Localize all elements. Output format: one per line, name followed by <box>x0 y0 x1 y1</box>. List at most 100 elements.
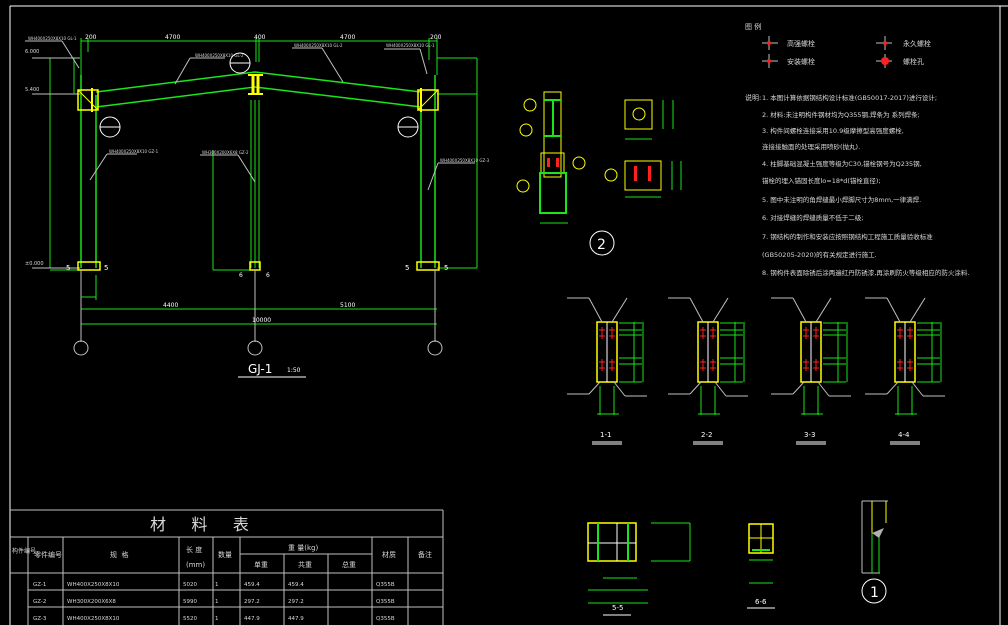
notes-heading: 说明: <box>745 93 761 102</box>
table-row[interactable]: GZ-3 WH400X250X8X10 5520 1 447.9 447.9 Q355B <box>33 616 395 622</box>
elevation-5400: 5.400 <box>25 87 39 93</box>
section-mark: 5 <box>104 264 108 272</box>
section-3-3[interactable]: 3-3 <box>771 297 851 445</box>
frame-elevation-gj1[interactable]: 200 4700 400 4700 200 6.000 5.400 ±0.000 <box>25 34 490 378</box>
section-5-5[interactable]: 5-5 <box>587 522 691 616</box>
cell-part: GZ-2 <box>33 599 46 605</box>
svg-text:螺栓孔: 螺栓孔 <box>903 57 924 66</box>
section-title: 6-6 <box>755 598 767 606</box>
beam-column-connection-right[interactable] <box>417 88 439 112</box>
note-line: 连接接触面的处理采用喷砂(抛丸). <box>762 142 860 151</box>
section-1-1[interactable]: 1-1 <box>567 297 647 445</box>
legend-item: 安装螺栓 <box>762 54 815 68</box>
dim-total: 10000 <box>252 317 271 324</box>
section-6-6[interactable]: 6-6 <box>747 523 775 609</box>
cell-spec: WH400X250X8X10 <box>67 616 120 622</box>
column-label: WH400X250X8X10 GZ-3 <box>440 158 490 163</box>
sections-row[interactable]: 1-1 2-2 3-3 4-4 <box>567 297 945 445</box>
section-title: 5-5 <box>612 604 623 612</box>
axis-bubble <box>73 340 89 356</box>
section-title: 1-1 <box>600 431 611 439</box>
notes: 说明: 1. 本图计算依据钢结构设计标准(GB50017-2017)进行设计; … <box>745 93 969 277</box>
note-line: 5. 图中未注明的角焊缝最小焊脚尺寸为8mm,一律满焊. <box>762 195 921 204</box>
cell-qty: 1 <box>215 599 219 605</box>
cell-unit: 447.9 <box>244 616 260 622</box>
header-material: 材质 <box>382 550 396 559</box>
axis-bubble <box>247 340 263 356</box>
section-mark: 5 <box>66 264 70 272</box>
dim-top-3: 400 <box>254 34 266 41</box>
dim-bottom-1: 4400 <box>163 302 178 309</box>
beam-column-connection-left[interactable] <box>77 88 99 112</box>
header-total-weight: 共重 <box>298 560 312 569</box>
header-part-no: 零件编号 <box>34 550 62 559</box>
detail-2[interactable]: 2 <box>516 91 682 256</box>
detail-number: 1 <box>870 585 879 601</box>
section-title: 2-2 <box>701 431 712 439</box>
note-line: 1. 本图计算依据钢结构设计标准(GB50017-2017)进行设计; <box>762 93 937 102</box>
cell-material: Q355B <box>376 599 395 605</box>
cell-length: 5520 <box>183 616 197 622</box>
column-base-left[interactable] <box>77 261 101 271</box>
dim-top-4: 4700 <box>340 34 355 41</box>
note-line: 锚栓的埋入锚固长度lo=18*d(锚栓直径); <box>762 176 881 185</box>
dim-top-1: 200 <box>85 34 97 41</box>
header-remarks: 备注 <box>418 550 432 559</box>
header-unit-weight: 单重 <box>254 560 268 569</box>
svg-text:永久螺栓: 永久螺栓 <box>903 39 931 48</box>
table-row[interactable]: GZ-2 WH300X200X6X8 5990 1 297.2 297.2 Q355B <box>33 599 395 605</box>
dim-bottom-2: 5100 <box>340 302 355 309</box>
column-label: WH300X200X6X8 GZ-2 <box>202 150 249 155</box>
section-2-2[interactable]: 2-2 <box>668 297 748 445</box>
cell-spec: WH300X200X6X8 <box>67 599 116 605</box>
legend-item: 永久螺栓 <box>876 36 931 50</box>
elevation-ground: ±0.000 <box>25 261 44 267</box>
cell-unit: 459.4 <box>244 582 260 588</box>
note-line: 7. 钢结构的制作和安装应按照钢结构工程施工质量验收标准 <box>762 232 933 241</box>
cell-part: GZ-1 <box>33 582 46 588</box>
cell-unit: 297.2 <box>244 599 260 605</box>
drawing-frame <box>9 5 1008 625</box>
plate-detail-top[interactable] <box>624 99 653 130</box>
frame-title: GJ-1 <box>248 362 272 376</box>
cell-total: 297.2 <box>288 599 304 605</box>
detail-number: 2 <box>597 237 606 253</box>
ridge-connection[interactable] <box>248 74 263 95</box>
cell-total: 459.4 <box>288 582 304 588</box>
cell-part: GZ-3 <box>33 616 47 622</box>
column-label: WH400X250X8X10 GZ-1 <box>109 149 159 154</box>
material-table[interactable]: 材 料 表 构件编号 零件编号 规 格 长 度 (mm) 数量 重 量(kg) … <box>10 509 444 625</box>
cell-length: 5990 <box>183 599 197 605</box>
section-4-4[interactable]: 4-4 <box>865 297 945 445</box>
header-qty: 数量 <box>218 550 232 559</box>
header-weight: 重 量(kg) <box>288 544 318 552</box>
beam-label: WH400X250X8X10 GL-2 <box>195 53 244 58</box>
section-mark: 6 <box>266 272 270 279</box>
header-length: 长 度 <box>186 545 202 554</box>
legend-title: 图 例 <box>745 22 761 31</box>
svg-text:高强螺栓: 高强螺栓 <box>787 39 815 48</box>
table-title: 材 料 表 <box>150 515 249 534</box>
note-line: 8. 钢构件表面除锈后涂两遍红丹防锈漆,再涂刷防火等级相应的防火涂料. <box>762 268 969 277</box>
cell-qty: 1 <box>215 616 219 622</box>
beam-label: WH400X250X8X10 GL-1 <box>386 43 435 48</box>
svg-text:安装螺栓: 安装螺栓 <box>787 57 815 66</box>
cell-material: Q355B <box>376 616 395 622</box>
column-base-right[interactable] <box>416 261 440 271</box>
header-component-no: 构件编号 <box>12 547 36 555</box>
dim-top-2: 4700 <box>165 34 180 41</box>
cell-total: 447.9 <box>288 616 304 622</box>
section-mark: 6 <box>239 272 243 279</box>
detail-1[interactable]: 1 <box>861 500 888 604</box>
cell-material: Q355B <box>376 582 395 588</box>
legend-item: 高强螺栓 <box>762 36 815 50</box>
section-title: 4-4 <box>898 431 910 439</box>
legend: 图 例 高强螺栓 永久螺栓 安装螺栓 螺栓孔 <box>745 22 931 68</box>
plate-detail-bottom[interactable] <box>624 160 662 191</box>
section-mark: 5 <box>444 264 448 272</box>
note-line: 6. 对接焊缝的焊缝质量不低于二级; <box>762 213 863 222</box>
dim-top-5: 200 <box>430 34 442 41</box>
frame-scale: 1:50 <box>287 367 301 374</box>
